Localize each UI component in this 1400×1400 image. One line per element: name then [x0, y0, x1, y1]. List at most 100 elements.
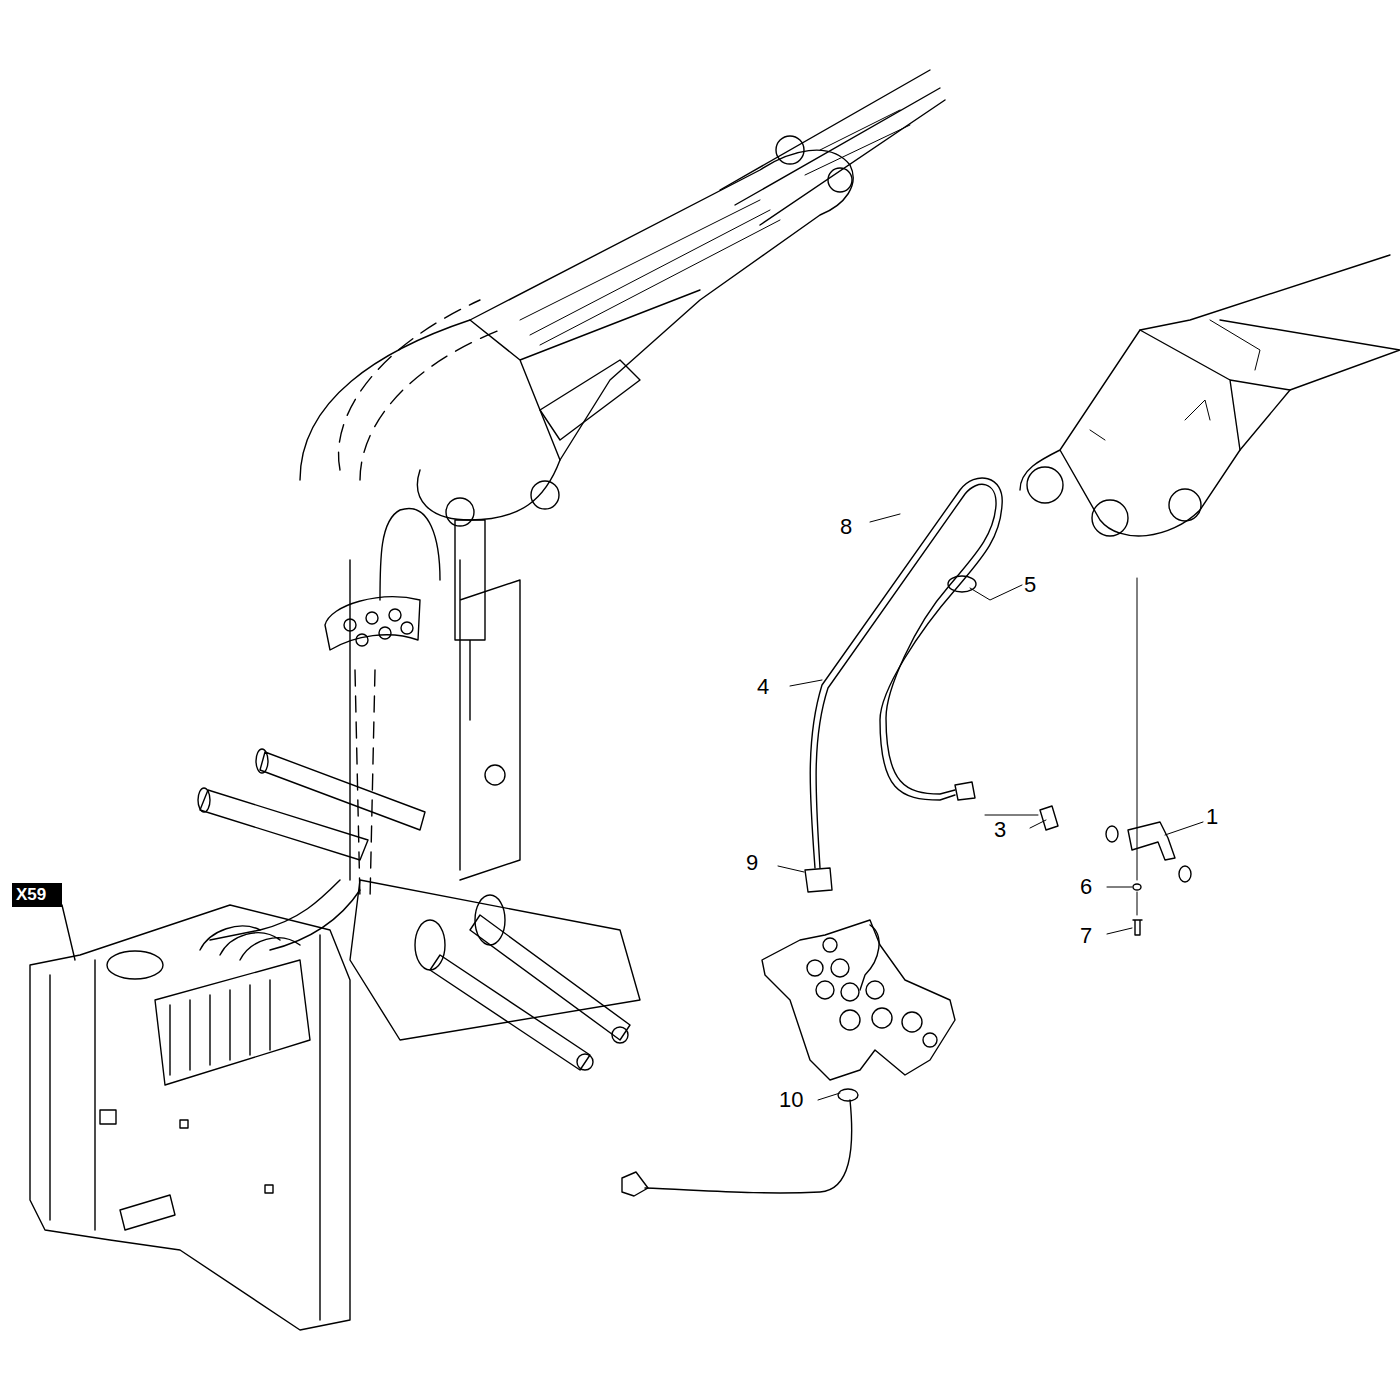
- line-art: [200, 926, 300, 960]
- line-art: [805, 110, 910, 175]
- line-art: [100, 1110, 116, 1124]
- line-art: [265, 1185, 273, 1193]
- line-art: [831, 959, 849, 977]
- line-art: [1092, 500, 1128, 536]
- line-art: [870, 514, 900, 522]
- line-art: [816, 484, 996, 868]
- line-art: [577, 1054, 593, 1070]
- line-art: [1107, 887, 1132, 888]
- callout-number: 3: [994, 819, 1006, 841]
- connector-tag: X59: [12, 883, 62, 907]
- line-art: [866, 981, 884, 999]
- line-art: [1030, 820, 1046, 828]
- line-art: [828, 168, 852, 192]
- line-art: [612, 1027, 628, 1043]
- line-art: [810, 478, 1002, 868]
- line-art: [645, 1100, 852, 1193]
- line-art: [260, 752, 425, 830]
- callout-number: 9: [746, 852, 758, 874]
- line-art: [970, 585, 1022, 600]
- line-art: [818, 1093, 840, 1100]
- callout-number: 4: [757, 676, 769, 698]
- line-art: [446, 498, 474, 526]
- line-art: [1020, 255, 1400, 536]
- line-art: [1137, 578, 1138, 915]
- line-art: [838, 1089, 858, 1101]
- line-art: [1133, 920, 1142, 935]
- line-art: [180, 1120, 188, 1128]
- line-art: [107, 951, 163, 979]
- line-art: [531, 481, 559, 509]
- line-art: [30, 70, 1400, 1330]
- line-art: [30, 905, 350, 1330]
- line-art: [470, 290, 700, 460]
- line-art: [1106, 826, 1118, 842]
- line-art: [401, 622, 413, 634]
- line-art: [300, 150, 853, 520]
- line-art: [256, 749, 268, 773]
- line-art: [62, 905, 75, 960]
- line-art: [1107, 928, 1132, 934]
- callout-number: 7: [1080, 925, 1092, 947]
- line-art: [1179, 866, 1191, 882]
- line-art: [840, 1010, 860, 1030]
- line-art: [355, 670, 375, 900]
- line-art: [622, 1172, 648, 1196]
- line-art: [1140, 330, 1290, 450]
- line-art: [1169, 489, 1201, 521]
- line-art: [170, 980, 270, 1075]
- line-art: [380, 508, 440, 600]
- line-art: [1133, 884, 1141, 890]
- callout-number: 8: [840, 516, 852, 538]
- line-art: [366, 612, 378, 624]
- line-art: [762, 920, 955, 1080]
- line-art: [872, 1008, 892, 1028]
- callout-number: 1: [1206, 806, 1218, 828]
- line-art: [120, 1195, 175, 1230]
- line-art: [902, 1012, 922, 1032]
- line-art: [430, 915, 630, 1070]
- line-art: [1165, 822, 1203, 835]
- line-art: [339, 300, 500, 480]
- line-art: [210, 880, 360, 950]
- line-art: [415, 920, 445, 970]
- line-art: [1027, 467, 1063, 503]
- line-art: [389, 609, 401, 621]
- line-art: [823, 938, 837, 952]
- line-art: [379, 627, 391, 639]
- line-art: [50, 935, 320, 1320]
- tag-text: X59: [16, 886, 58, 903]
- line-art: [776, 136, 804, 164]
- line-art: [1210, 320, 1260, 370]
- line-art: [955, 782, 975, 800]
- line-art: [350, 560, 520, 880]
- line-art: [923, 1033, 937, 1047]
- line-art: [841, 983, 859, 1001]
- callout-number: 5: [1024, 574, 1036, 596]
- line-art: [356, 634, 368, 646]
- line-art: [807, 960, 823, 976]
- line-art: [805, 868, 832, 892]
- line-art: [1090, 400, 1210, 440]
- line-art: [778, 866, 804, 872]
- line-art: [816, 981, 834, 999]
- line-art: [485, 765, 505, 785]
- line-art: [520, 200, 780, 345]
- line-art: [1040, 806, 1058, 830]
- line-art: [198, 788, 210, 812]
- line-art: [720, 70, 945, 225]
- line-art: [790, 680, 822, 686]
- line-art: [350, 880, 640, 1040]
- line-art: [540, 360, 640, 440]
- line-art: [1128, 822, 1175, 860]
- callout-number: 6: [1080, 876, 1092, 898]
- line-art: [475, 895, 505, 945]
- line-art: [860, 925, 879, 990]
- line-art: [325, 597, 420, 650]
- line-art: [344, 619, 356, 631]
- line-art: [155, 960, 310, 1085]
- line-art: [985, 815, 1038, 816]
- callout-number: 10: [779, 1089, 803, 1111]
